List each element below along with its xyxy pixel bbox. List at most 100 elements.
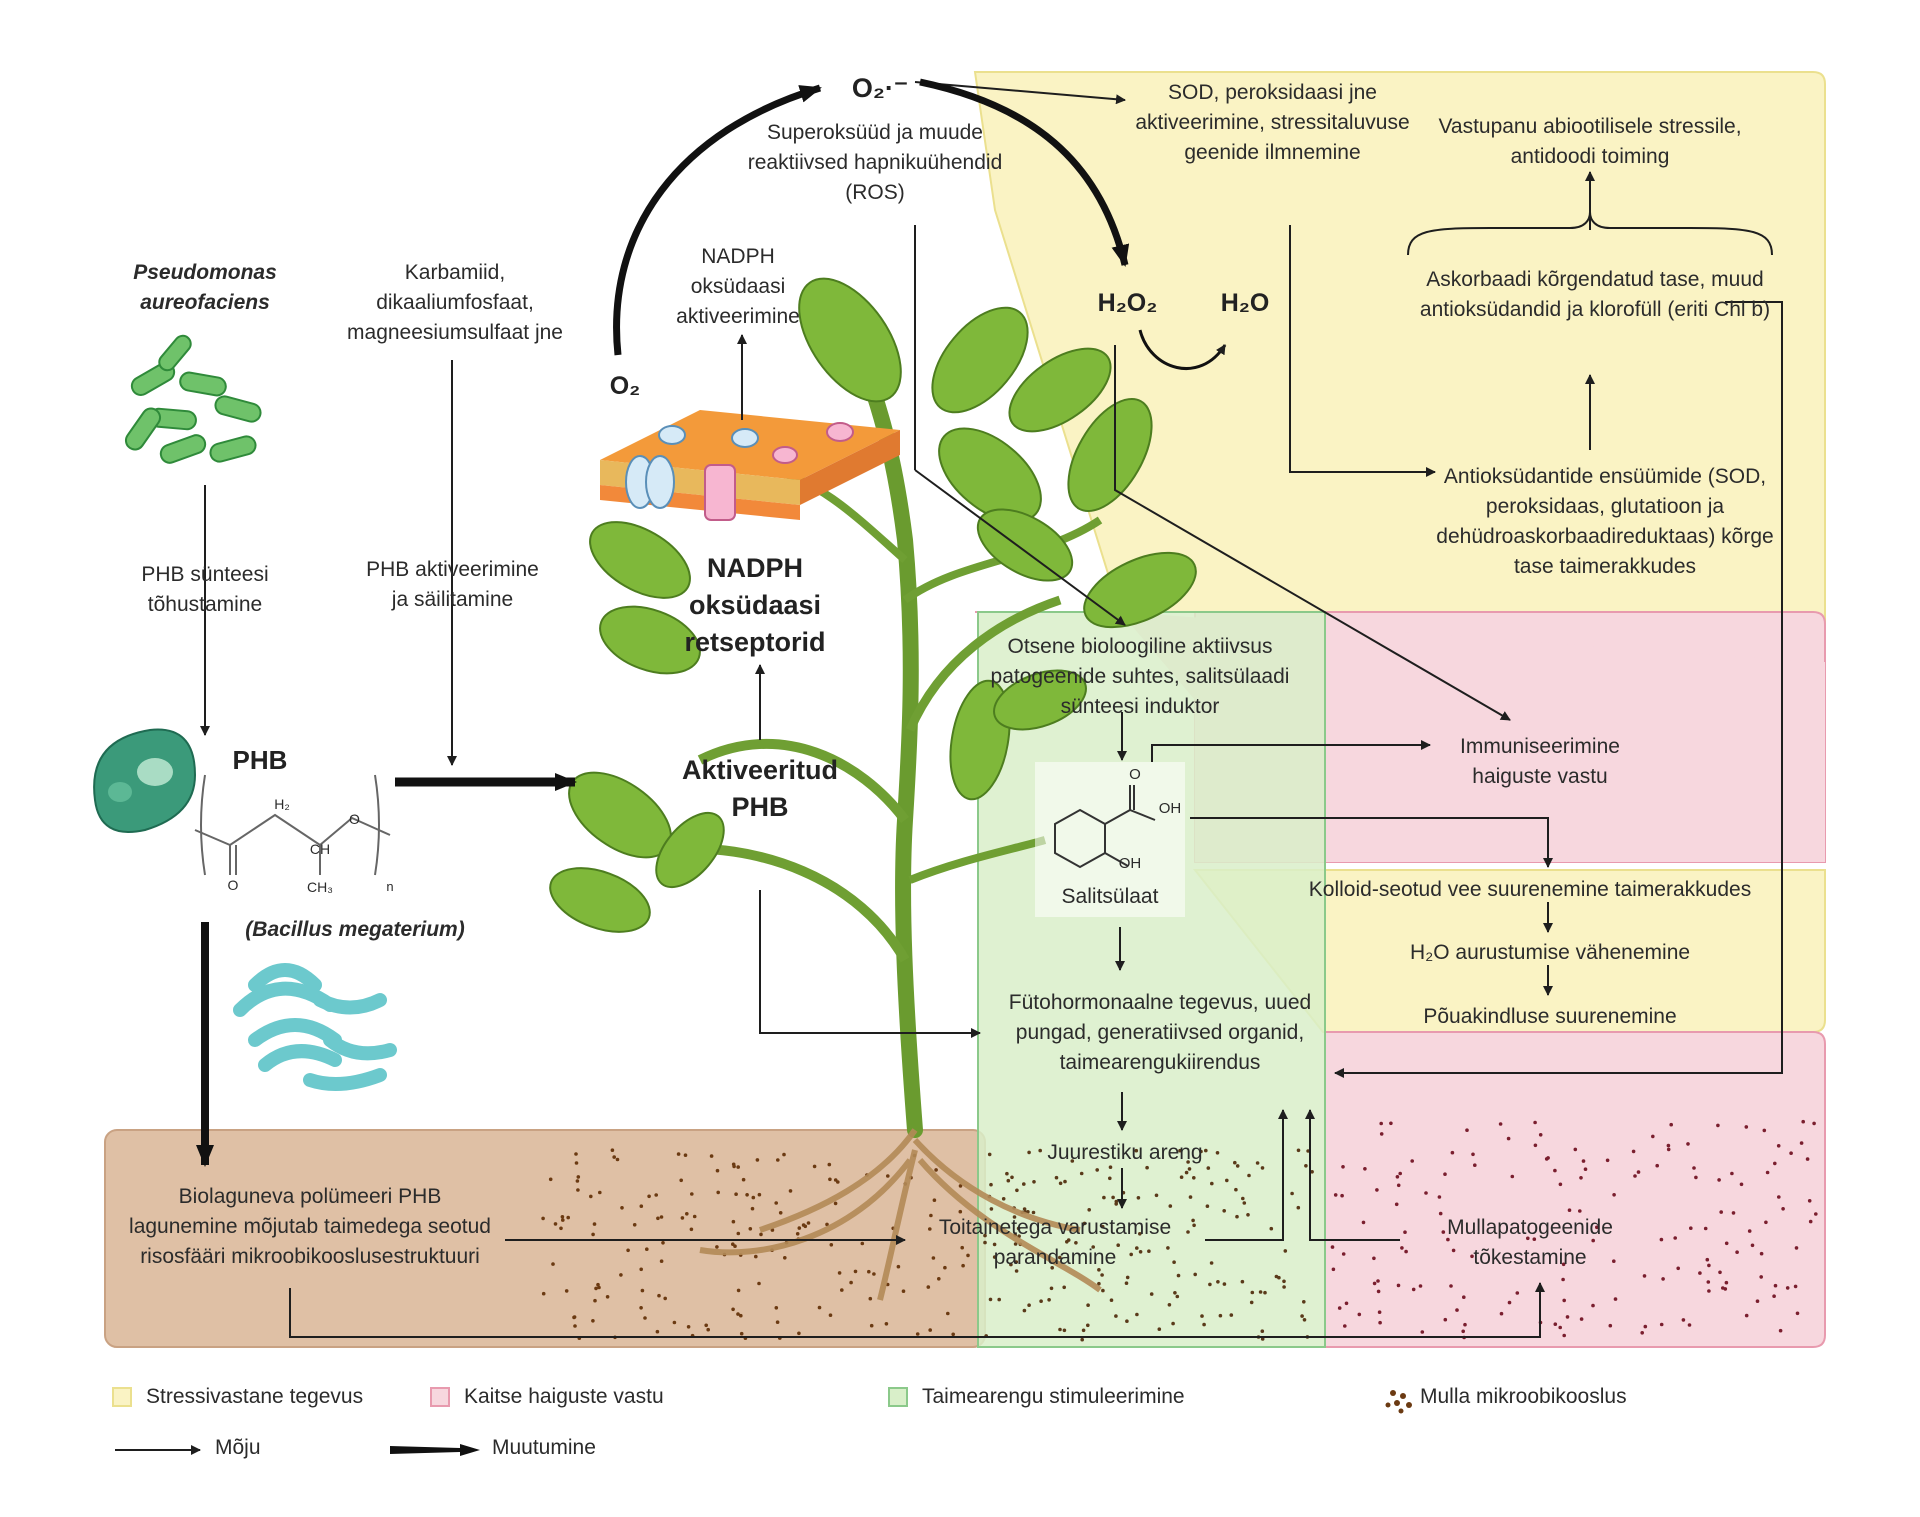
soil-dot (1147, 1249, 1151, 1253)
soil-dot (1631, 1149, 1636, 1154)
soil-dot (1443, 1172, 1447, 1176)
soil-dot (1202, 1322, 1206, 1327)
soil-dot (596, 1282, 600, 1287)
soil-dot (1707, 1289, 1711, 1293)
soil-dot (774, 1306, 779, 1310)
soil-dot (1135, 1312, 1139, 1317)
legend-stress-swatch (112, 1387, 132, 1407)
soil-dot (639, 1267, 643, 1272)
legend-disease-text: Kaitse haiguste vastu (464, 1385, 664, 1408)
soil-dot (1173, 1291, 1177, 1295)
drought-label: Põuakindluse suurenemine (1423, 1005, 1677, 1028)
soil-dot (1015, 1188, 1019, 1193)
soil-dot (812, 1164, 817, 1169)
soil-dot (1218, 1313, 1223, 1318)
soil-dot (1376, 1289, 1381, 1294)
soil-dot (1636, 1170, 1641, 1174)
soil-microbe-dots (541, 1119, 1818, 1342)
soil-dot (576, 1188, 580, 1192)
soil-dot (1341, 1165, 1345, 1169)
pseudomonas-label: Pseudomonas aureofaciens (133, 261, 277, 314)
soil-dot (659, 1215, 664, 1219)
phytohormonal-label: Fütohormonaalne tegevus, uued pungad, ge… (1008, 991, 1312, 1074)
soil-dot (1723, 1287, 1728, 1291)
soil-dot (1669, 1122, 1673, 1127)
activated-phb-label: Aktiveeritud PHB (681, 755, 839, 822)
soil-dot (1698, 1271, 1702, 1275)
soil-dot (1707, 1263, 1711, 1268)
legend-growth-text: Taimearengu stimuleerimine (922, 1385, 1185, 1408)
soil-dot (1191, 1218, 1195, 1223)
soil-dot (1692, 1166, 1696, 1170)
legend-transform: Muutumine (492, 1436, 596, 1460)
soil-dot (1377, 1310, 1382, 1314)
soil-dot (901, 1289, 906, 1293)
soil-dot (1235, 1164, 1240, 1168)
soil-dot (801, 1223, 806, 1227)
soil-dot (1461, 1329, 1465, 1334)
legend-disease: Kaitse haiguste vastu (430, 1385, 664, 1409)
soil-dot (643, 1316, 647, 1320)
soil-dot (1651, 1134, 1655, 1139)
soil-dot (1471, 1152, 1475, 1157)
soil-dot (1022, 1308, 1027, 1313)
soil-dot (1681, 1318, 1686, 1322)
soil-dot (1222, 1209, 1226, 1213)
soil-dot (872, 1272, 876, 1276)
soil-dot (1249, 1300, 1254, 1305)
soil-dot (1613, 1297, 1618, 1301)
soil-dot (1246, 1213, 1250, 1217)
salicylate-ring (1054, 785, 1156, 869)
soil-dot (829, 1243, 834, 1247)
soil-dot (896, 1264, 901, 1269)
soil-dot (1591, 1303, 1595, 1308)
soil-dot (1124, 1281, 1129, 1285)
soil-dot (1567, 1208, 1572, 1212)
soil-dot (645, 1247, 649, 1251)
soil-dot (1785, 1286, 1790, 1290)
soil-dot (1006, 1178, 1011, 1183)
soil-dot (1719, 1210, 1723, 1214)
soil-dot (1744, 1125, 1749, 1129)
soil-dot (1449, 1284, 1453, 1288)
soil-dot (594, 1286, 598, 1291)
soil-dot (1595, 1225, 1599, 1230)
soil-dot (1210, 1181, 1214, 1186)
soil-dot (1441, 1230, 1446, 1234)
soil-dot (672, 1320, 677, 1325)
soil-dot (1379, 1121, 1383, 1126)
soil-dot (1378, 1320, 1382, 1325)
soil-dot (757, 1192, 762, 1197)
soil-dot (1372, 1281, 1377, 1286)
soil-dot (1462, 1295, 1466, 1299)
soil-dot (1561, 1277, 1565, 1282)
h2o2-label: H₂O₂ (1097, 289, 1158, 317)
soil-dot (597, 1285, 601, 1290)
salicylate-oh-label: OH (1158, 800, 1182, 817)
phb-granule-illustration (93, 728, 197, 833)
soil-dot (1718, 1270, 1722, 1275)
soil-dot (1125, 1275, 1130, 1280)
soil-dot (1302, 1318, 1307, 1322)
phb-activation-label: PHB aktiveerimine ja säilitamine (366, 558, 539, 611)
soil-dot (1138, 1250, 1143, 1254)
soil-dot (731, 1219, 736, 1224)
soil-dot (748, 1227, 753, 1231)
soil-dot (716, 1190, 720, 1195)
legend-effect-text: Mõju (215, 1436, 261, 1459)
soil-dot (1109, 1298, 1114, 1302)
soil-dot (989, 1182, 993, 1187)
soil-dot (1343, 1324, 1347, 1328)
soil-dot (1463, 1322, 1467, 1327)
soil-dot (1188, 1195, 1193, 1199)
salicylate-box (1035, 762, 1185, 917)
soil-dot (1643, 1324, 1648, 1329)
soil-dot (680, 1216, 685, 1220)
soil-dot (1100, 1273, 1104, 1277)
soil-dot (1100, 1224, 1105, 1229)
soil-dot (690, 1192, 694, 1196)
soil-dot (951, 1332, 955, 1337)
soil-dot (1200, 1314, 1204, 1318)
soil-dot (886, 1174, 890, 1178)
